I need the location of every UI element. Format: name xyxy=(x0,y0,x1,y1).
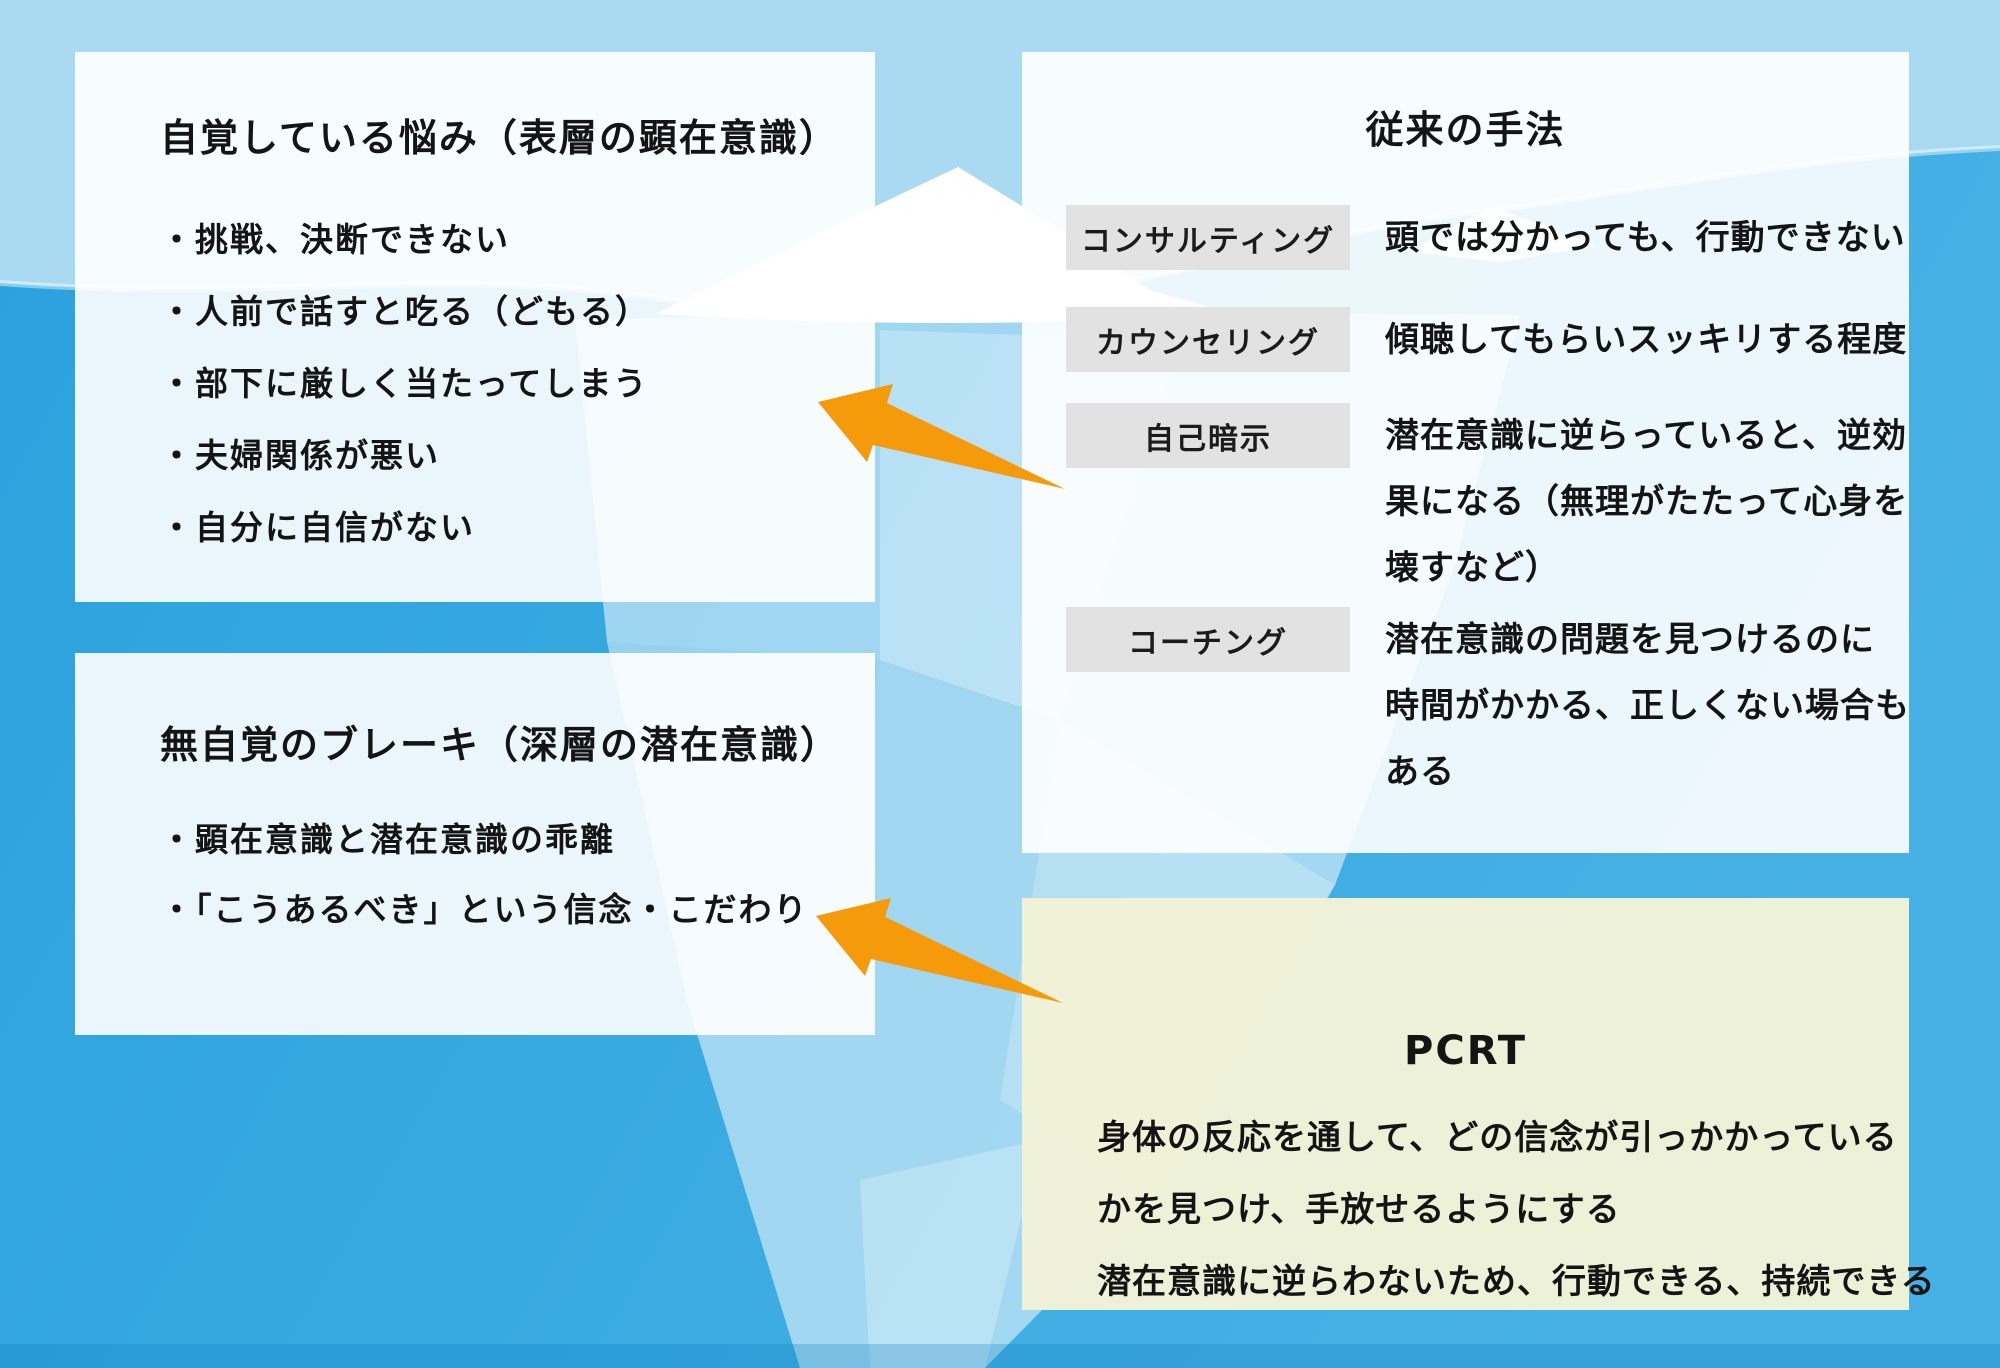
list-item: ・人前で話すと吃る（どもる） xyxy=(160,292,650,331)
autosuggestion-label: 自己暗示 xyxy=(1066,403,1350,468)
list-item: ・自分に自信がない xyxy=(160,508,475,547)
list-item: ・部下に厳しく当たってしまう xyxy=(160,364,649,403)
list-item: ・顕在意識と潜在意識の乖離 xyxy=(160,820,615,859)
consulting-label: コンサルティング xyxy=(1066,205,1350,270)
list-item: 身体の反応を通して、どの信念が引っかかっている xyxy=(1097,1118,1898,1158)
consulting-description: 頭では分かっても、行動できない xyxy=(1385,213,1906,279)
conventional-methods-title: 従来の手法 xyxy=(1365,108,1566,152)
subconscious-brake-list: ・顕在意識と潜在意識の乖離・「こうあるべき」という信念・こだわり xyxy=(160,805,855,945)
list-item: ある xyxy=(1385,752,1455,792)
autosuggestion-description: 潜在意識に逆らっていると、逆効果になる（無理がたたって心身を壊すなど） xyxy=(1385,411,1909,609)
pcrt-title: PCRT xyxy=(1404,1028,1527,1074)
subconscious-brake-title: 無自覚のブレーキ（深層の潜在意識） xyxy=(160,723,841,767)
list-item: 時間がかかる、正しくない場合も xyxy=(1385,686,1910,726)
list-item: 潜在意識に逆らっていると、逆効 xyxy=(1385,416,1907,456)
list-item: ・「こうあるべき」という信念・こだわり xyxy=(160,890,809,929)
list-item: 潜在意識の問題を見つけるのに xyxy=(1385,620,1875,660)
list-item: かを見つけ、手放せるようにする xyxy=(1097,1190,1621,1230)
pcrt-box: PCRT 身体の反応を通して、どの信念が引っかかっているかを見つけ、手放せるよう… xyxy=(1022,898,1935,1310)
surface-worries-box: 自覚している悩み（表層の顕在意識） ・挑戦、決断できない・人前で話すと吃る（ども… xyxy=(75,52,875,602)
list-item: 果になる（無理がたたって心身を xyxy=(1385,482,1909,522)
list-item: 頭では分かっても、行動できない xyxy=(1385,218,1906,258)
subconscious-brake-box: 無自覚のブレーキ（深層の潜在意識） ・顕在意識と潜在意識の乖離・「こうあるべき」… xyxy=(75,653,875,1035)
surface-worries-title: 自覚している悩み（表層の顕在意識） xyxy=(160,116,839,160)
bottom-shade xyxy=(0,1344,2000,1368)
list-item: ・挑戦、決断できない xyxy=(160,220,510,259)
list-item: 潜在意識に逆らわないため、行動できる、持続できる xyxy=(1097,1262,1936,1302)
coaching-label: コーチング xyxy=(1066,607,1350,672)
list-item: ・夫婦関係が悪い xyxy=(160,436,440,475)
counseling-label: カウンセリング xyxy=(1066,307,1350,372)
list-item: 壊すなど） xyxy=(1385,548,1560,588)
surface-worries-list: ・挑戦、決断できない・人前で話すと吃る（どもる） ・部下に厳しく当たってしまう・夫… xyxy=(160,204,855,564)
conventional-methods-box: 従来の手法 コンサルティング 頭では分かっても、行動できない カウンセリング 傾… xyxy=(1022,52,1909,853)
pcrt-description: 身体の反応を通して、どの信念が引っかかっているかを見つけ、手放せるようにする潜在… xyxy=(1097,1113,1936,1329)
iceberg-facet-4 xyxy=(860,1140,1040,1368)
coaching-description: 潜在意識の問題を見つけるのに時間がかかる、正しくない場合もある xyxy=(1385,615,1910,813)
list-item: 傾聴してもらいスッキリする程度 xyxy=(1385,320,1908,360)
counseling-description: 傾聴してもらいスッキリする程度 xyxy=(1385,315,1908,381)
